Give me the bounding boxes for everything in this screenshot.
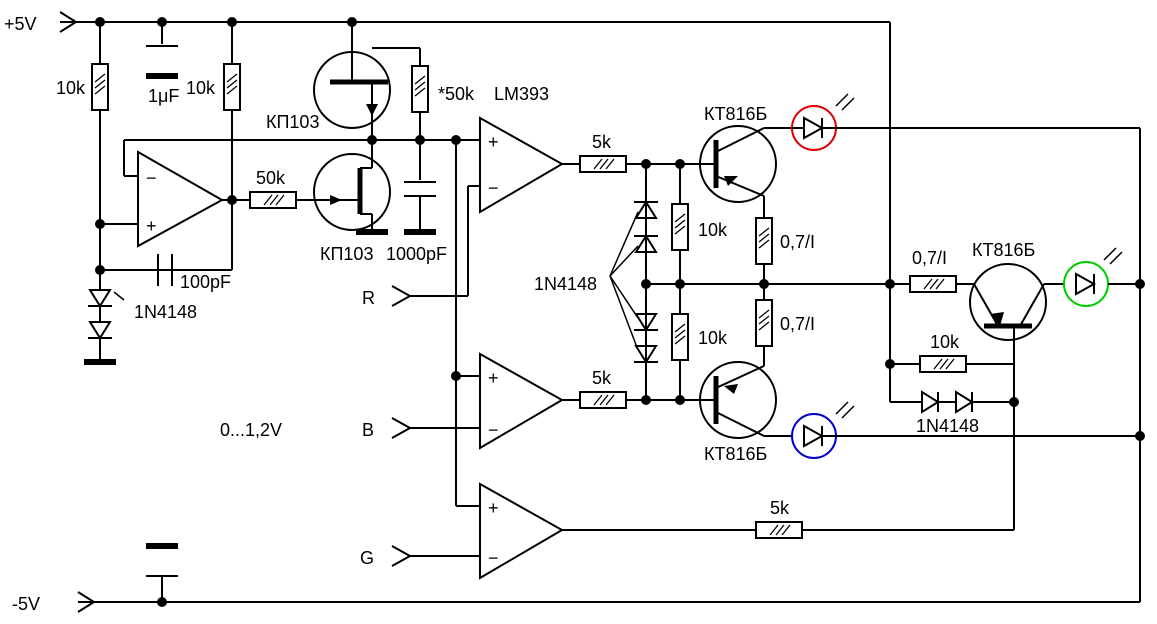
label-c-1000pf: 1000pF [386, 244, 447, 264]
label-kp103-bottom: КП103 [320, 244, 373, 264]
label-kp103-top: КП103 [266, 112, 319, 132]
rail-minus5v [77, 591, 1140, 613]
label-r-50k: 50k [256, 168, 286, 188]
label-kt816-top: КТ816Б [704, 104, 767, 124]
cap-1000pf [404, 140, 436, 235]
label-r-10k-down: 10k [698, 328, 728, 348]
label-r-07-right: 0,7/I [912, 248, 947, 268]
label-d-1n4148-left: 1N4148 [134, 302, 197, 322]
label-r-10k-mid: 10k [186, 78, 216, 98]
label-r-5k-mid: 5k [592, 368, 612, 388]
label-r-5k-top: 5k [592, 132, 612, 152]
label-in-b: B [362, 420, 374, 440]
comp-mid-plus: + [488, 368, 499, 388]
resistor-10k-left [91, 63, 109, 111]
transistor-bottom [699, 299, 792, 439]
label-c-100pf: 100pF [180, 272, 231, 292]
label-d-1n4148-right: 1N4148 [916, 416, 979, 436]
label-c-1uf-top: 1μF [148, 86, 179, 106]
label-r-10k-left: 10k [56, 78, 86, 98]
comparator-top [479, 116, 565, 214]
rail-plus5v [59, 11, 891, 402]
label-range: 0...1,2V [220, 420, 282, 440]
label-r-50k-adj: *50k [438, 84, 475, 104]
resistor-10k-up [671, 203, 689, 251]
label-r-07-down: 0,7/I [780, 314, 815, 334]
resistor-5k-bottom [755, 521, 803, 539]
label-vplus: +5V [4, 14, 37, 34]
left-section [84, 22, 462, 365]
label-lm393: LM393 [494, 84, 549, 104]
right-section [890, 247, 1140, 414]
comp-mid-minus: − [488, 420, 499, 440]
comp-bottom-minus: − [488, 548, 499, 568]
fet-bottom [313, 140, 391, 235]
led-red [791, 93, 1140, 151]
led-blue [791, 401, 1140, 459]
resistor-5k-top [579, 155, 627, 173]
opamp-left [137, 150, 225, 248]
label-r-07-up: 0,7/I [780, 232, 815, 252]
comp-top-plus: + [488, 132, 499, 152]
label-r-10k-up: 10k [698, 220, 728, 240]
resistor-10k-mid [223, 63, 241, 111]
comparator-bottom [479, 482, 565, 580]
fet-top [313, 22, 429, 140]
label-in-g: G [360, 548, 374, 568]
resistor-50k [249, 191, 297, 209]
resistor-50k-adj [411, 65, 429, 113]
label-r-10k-right: 10k [930, 332, 960, 352]
resistor-07-down [755, 299, 773, 347]
transistor-top [699, 125, 792, 300]
resistor-10k-down [671, 313, 689, 361]
label-r-5k-bottom: 5k [770, 498, 790, 518]
cap-1uf-bottom [146, 543, 178, 602]
resistor-07-right [909, 275, 957, 293]
diode-column [609, 164, 658, 400]
label-d-1n4148-mid: 1N4148 [534, 274, 597, 294]
comp-bottom-plus: + [488, 498, 499, 518]
labels: +5V -5V 10k 1μF 10k КП103 *50k LM393 50k… [4, 14, 1035, 614]
resistor-5k-mid [579, 391, 627, 409]
led-green [1063, 261, 1109, 307]
comparator-mid [479, 352, 565, 450]
label-kt816-right: КТ816Б [972, 240, 1035, 260]
comp-top-minus: − [488, 178, 499, 198]
resistor-07-up [755, 217, 773, 265]
junction-dots [95, 17, 1145, 607]
opamp-left-minus: − [146, 168, 157, 188]
opamp-left-plus: + [146, 216, 157, 236]
label-vminus: -5V [12, 594, 40, 614]
label-in-r: R [362, 288, 375, 308]
resistor-10k-right [919, 355, 967, 373]
label-kt816-bottom: КТ816Б [704, 444, 767, 464]
